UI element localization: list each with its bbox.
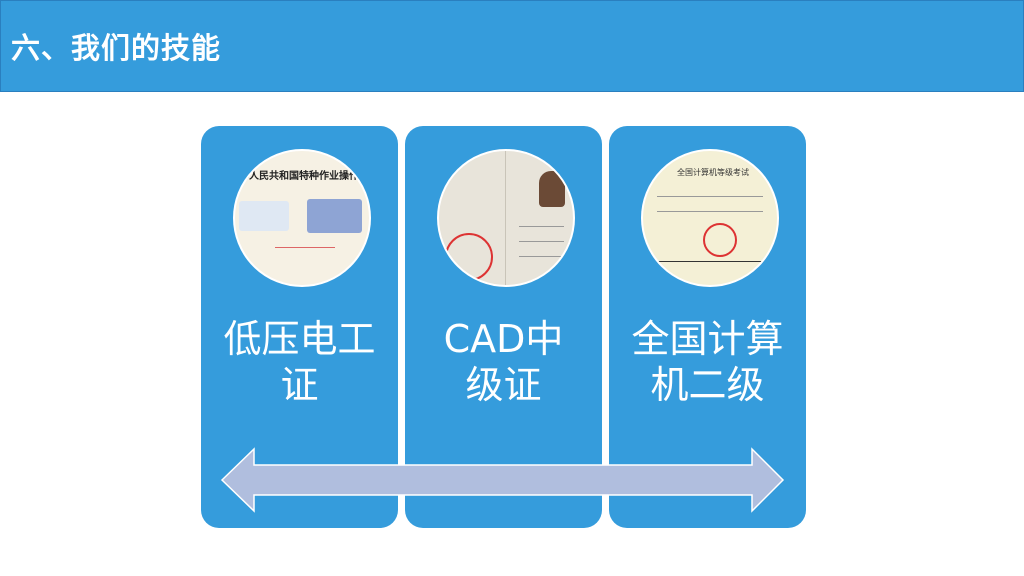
double-arrow-icon — [220, 447, 785, 513]
skill-label: CAD中 级证 — [443, 317, 564, 407]
slide-header: 六、我们的技能 — [0, 0, 1024, 92]
skill-card-computer: 全国计算机等级考试 全国计算 机二级 — [609, 126, 806, 528]
certificate-title: 中华人民共和国特种作业操作证 — [233, 171, 369, 182]
electrician-certificate-image: 中华人民共和国特种作业操作证 — [233, 149, 371, 287]
skill-label: 全国计算 机二级 — [631, 317, 784, 407]
skill-card-electrician: 中华人民共和国特种作业操作证 低压电工 证 — [201, 126, 398, 528]
cad-certificate-image — [437, 149, 575, 287]
photo — [539, 171, 565, 207]
skill-label: 低压电工 证 — [223, 317, 376, 407]
computer-certificate-image: 全国计算机等级考试 — [641, 149, 779, 287]
stamp — [703, 223, 737, 257]
slide-title: 六、我们的技能 — [11, 31, 222, 65]
skill-card-cad: CAD中 级证 — [405, 126, 602, 528]
stamp — [445, 233, 493, 281]
